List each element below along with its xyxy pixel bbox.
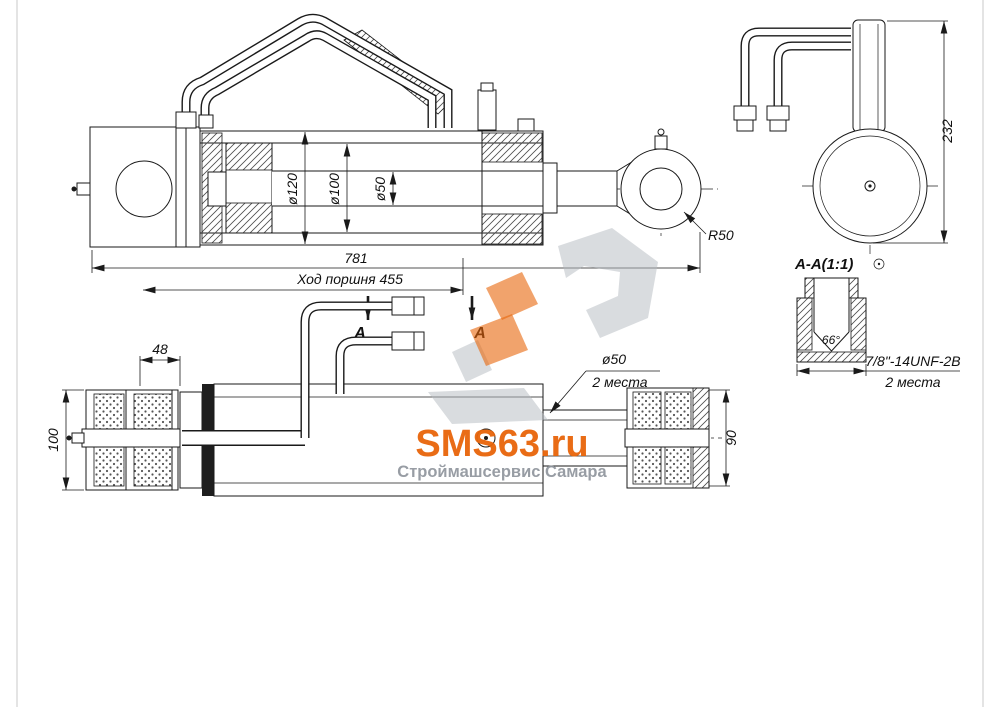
dim-port-places: 2 места (591, 374, 647, 390)
grease-fitting-icon (71, 432, 85, 444)
end-view-pipes (733, 27, 851, 132)
watermark-subtitle: Строймашсервис Самара (397, 463, 607, 481)
watermark-title: SMS63.ru (415, 423, 588, 465)
pipe-nut (766, 105, 790, 121)
pipe-fitting (198, 114, 214, 129)
port-fitting (477, 89, 497, 131)
cylinder-body-section (199, 118, 641, 246)
dim-total-length: 781 (344, 250, 367, 266)
dim-100: 100 (45, 428, 61, 452)
rod-eye (620, 128, 702, 230)
dim-angle-66: 66° (822, 333, 840, 347)
dim-dia-100: ø100 (326, 173, 342, 205)
dim-dia-50: ø50 (372, 177, 388, 201)
dim-radius-r50: R50 (708, 227, 734, 243)
rod-top-view (542, 409, 628, 467)
section-a-a-view: А-А(1:1) 66° 7/8"-14UNF-2B 2 места (794, 256, 961, 390)
end-view-dimensions: 232 (873, 20, 955, 244)
dim-48: 48 (152, 341, 168, 357)
dim-height-232: 232 (939, 119, 955, 144)
watermark: SMS63.ru Строймашсервис Самара (397, 228, 658, 481)
section-scale-icon (873, 258, 885, 270)
port-fitting (391, 331, 425, 351)
dim-thread-spec: 7/8"-14UNF-2B (865, 353, 960, 369)
section-title: А-А(1:1) (794, 256, 853, 273)
bottom-cylinder-body (179, 296, 628, 497)
bottom-left-mount (66, 389, 181, 491)
rear-mount (71, 126, 201, 248)
main-view-dimensions: ø120 ø100 ø50 781 Ход поршня 455 R50 (91, 132, 734, 295)
dim-thread-places: 2 места (884, 374, 940, 390)
page-edge-lines (16, 0, 984, 707)
grease-fitting-icon (654, 135, 668, 150)
end-view: 232 (733, 19, 955, 254)
pipe-nut (733, 105, 757, 121)
port-fitting (391, 296, 425, 316)
watermark-logo-shape (470, 314, 528, 366)
cone-seat (813, 331, 850, 352)
dim-dia-120: ø120 (284, 173, 300, 205)
main-view-pipes (175, 13, 497, 131)
bottom-view-dimensions: 100 90 ø50 2 места (45, 351, 739, 491)
bottom-top-view: А А 48 (45, 296, 739, 497)
main-side-section-view: ø120 ø100 ø50 781 Ход поршня 455 R50 (71, 13, 734, 295)
eye-bracket (852, 19, 886, 133)
dim-port-dia: ø50 (602, 351, 626, 367)
gland-section (481, 132, 543, 163)
dim-piston-stroke: Ход поршня 455 (296, 271, 403, 287)
bottom-right-mount (624, 387, 710, 489)
grease-fitting-icon (76, 182, 91, 196)
piston-section (225, 142, 273, 171)
watermark-logo-shape (558, 228, 658, 338)
watermark-logo-shape (428, 388, 548, 424)
dim-90: 90 (723, 430, 739, 446)
watermark-logo-shape (486, 272, 538, 320)
pipe-fitting (175, 111, 197, 129)
